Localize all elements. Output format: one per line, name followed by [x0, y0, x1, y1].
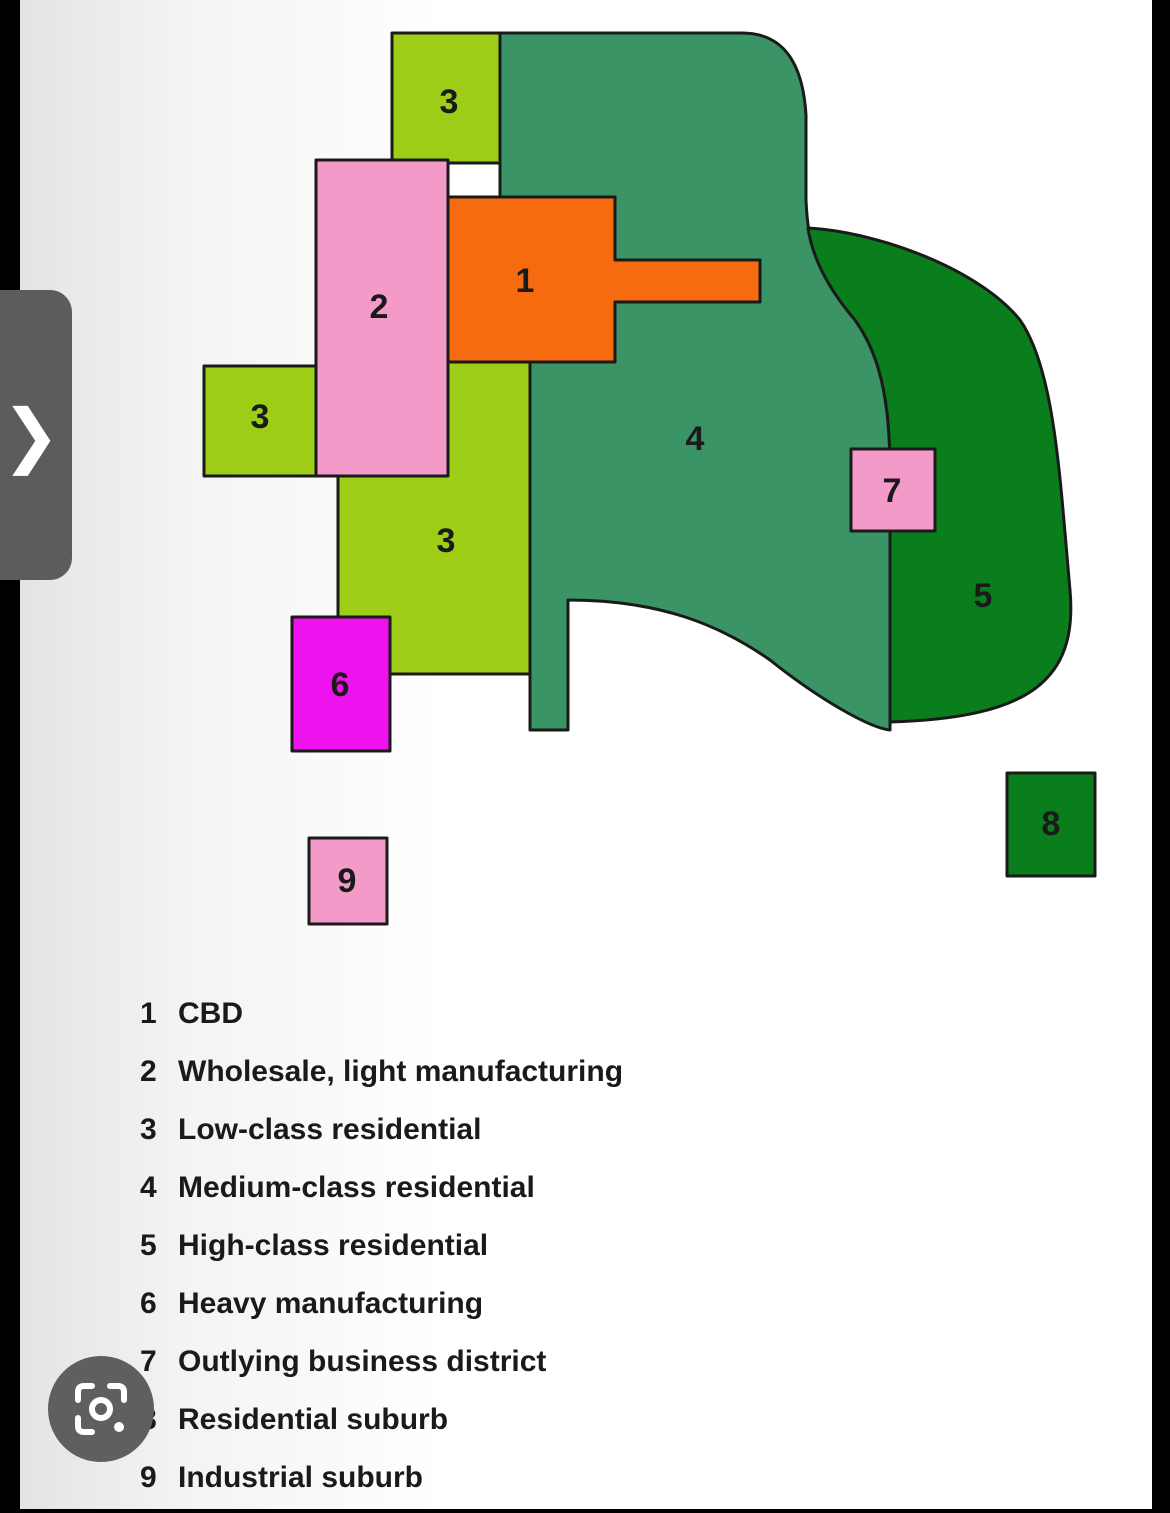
legend-label: CBD [178, 997, 243, 1030]
legend-item: 2 Wholesale, light manufacturing [140, 1043, 623, 1101]
zone-3-top [390, 31, 502, 165]
zone-number-2: 2 [370, 288, 389, 326]
legend-item: 6 Heavy manufacturing [140, 1275, 623, 1333]
legend-label: Residential suburb [178, 1403, 449, 1436]
zone-5-high-class-residential [806, 226, 1073, 724]
zone-number-5: 5 [974, 577, 993, 615]
legend-label: Heavy manufacturing [178, 1287, 484, 1320]
legend-number: 7 [140, 1345, 157, 1378]
legend-label: Outlying business district [178, 1345, 547, 1378]
legend-item: 3 Low-class residential [140, 1101, 623, 1159]
zone-map: 3 1 2 3 3 4 5 6 7 8 9 [202, 31, 1097, 926]
zone-6-heavy-manufacturing [290, 615, 392, 753]
zone-9-industrial-suburb [307, 836, 389, 926]
zone-number-3: 3 [251, 398, 270, 436]
zone-number-8: 8 [1042, 805, 1061, 843]
legend-number: 9 [140, 1461, 157, 1494]
zone-number-3: 3 [437, 522, 456, 560]
zone-7-outlying-business [849, 447, 937, 533]
lens-search-button[interactable] [48, 1356, 154, 1462]
legend-number: 6 [140, 1287, 157, 1320]
zone-number-4: 4 [686, 420, 705, 458]
next-image-handle[interactable]: ❯ [0, 290, 72, 580]
chevron-right-icon: ❯ [1, 394, 61, 476]
legend-number: 2 [140, 1055, 157, 1088]
legend-number: 4 [140, 1171, 157, 1204]
zone-2-wholesale [314, 158, 450, 478]
zone-1-cbd [446, 195, 762, 364]
zone-number-9: 9 [338, 862, 357, 900]
legend-item: 7 Outlying business district [140, 1333, 623, 1391]
legend-item: 8Residential suburb [140, 1391, 623, 1449]
legend-label: Medium-class residential [178, 1171, 535, 1204]
legend-label: Low-class residential [178, 1113, 482, 1146]
legend-label: Industrial suburb [178, 1461, 424, 1494]
legend-item: 5 High-class residential [140, 1217, 623, 1275]
legend-item: 9 Industrial suburb [140, 1449, 623, 1507]
legend-number: 3 [140, 1113, 157, 1146]
zone-number-3: 3 [440, 83, 459, 121]
legend-number: 1 [140, 997, 157, 1030]
camera-search-icon [75, 1383, 127, 1435]
legend: 1 CBD 2 Wholesale, light manufacturing 3 Lo… [140, 985, 623, 1507]
legend-number: 5 [140, 1229, 157, 1262]
zone-number-1: 1 [516, 262, 535, 300]
legend-label: High-class residential [178, 1229, 489, 1262]
zone-3-left [202, 364, 318, 478]
image-bottom-border [20, 1509, 1152, 1513]
legend-item: 4 Medium-class residential [140, 1159, 623, 1217]
legend-label: Wholesale, light manufacturing [178, 1055, 624, 1088]
zone-8-residential-suburb [1005, 771, 1097, 878]
zone-4-medium-class-residential [498, 31, 892, 732]
zone-number-6: 6 [331, 666, 350, 704]
legend-item: 1 CBD [140, 985, 623, 1043]
zone-number-7: 7 [883, 472, 902, 510]
